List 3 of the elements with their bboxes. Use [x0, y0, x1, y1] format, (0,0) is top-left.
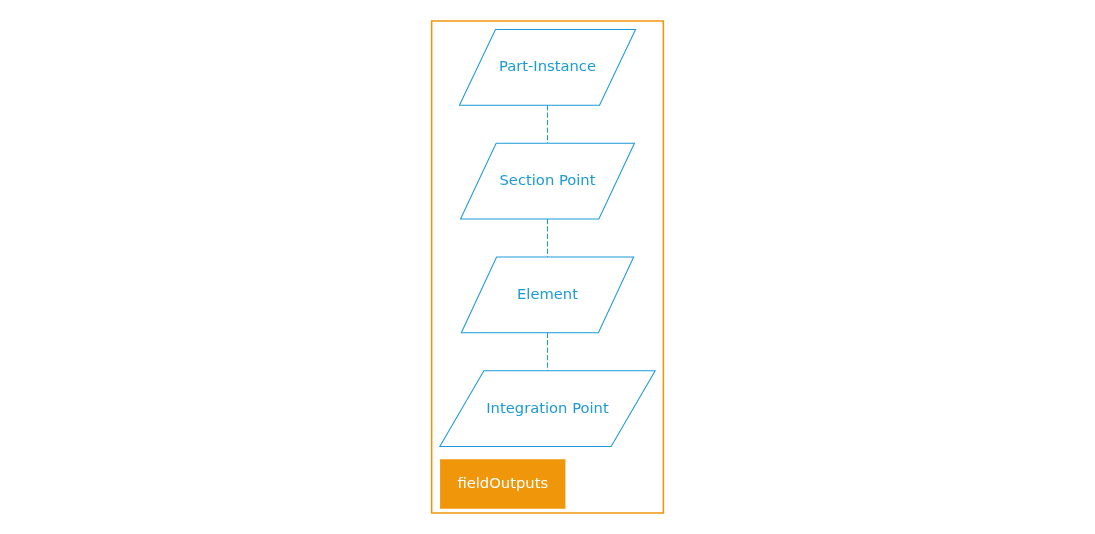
connector	[546, 332, 549, 371]
connector	[546, 218, 549, 258]
connector	[546, 104, 549, 144]
